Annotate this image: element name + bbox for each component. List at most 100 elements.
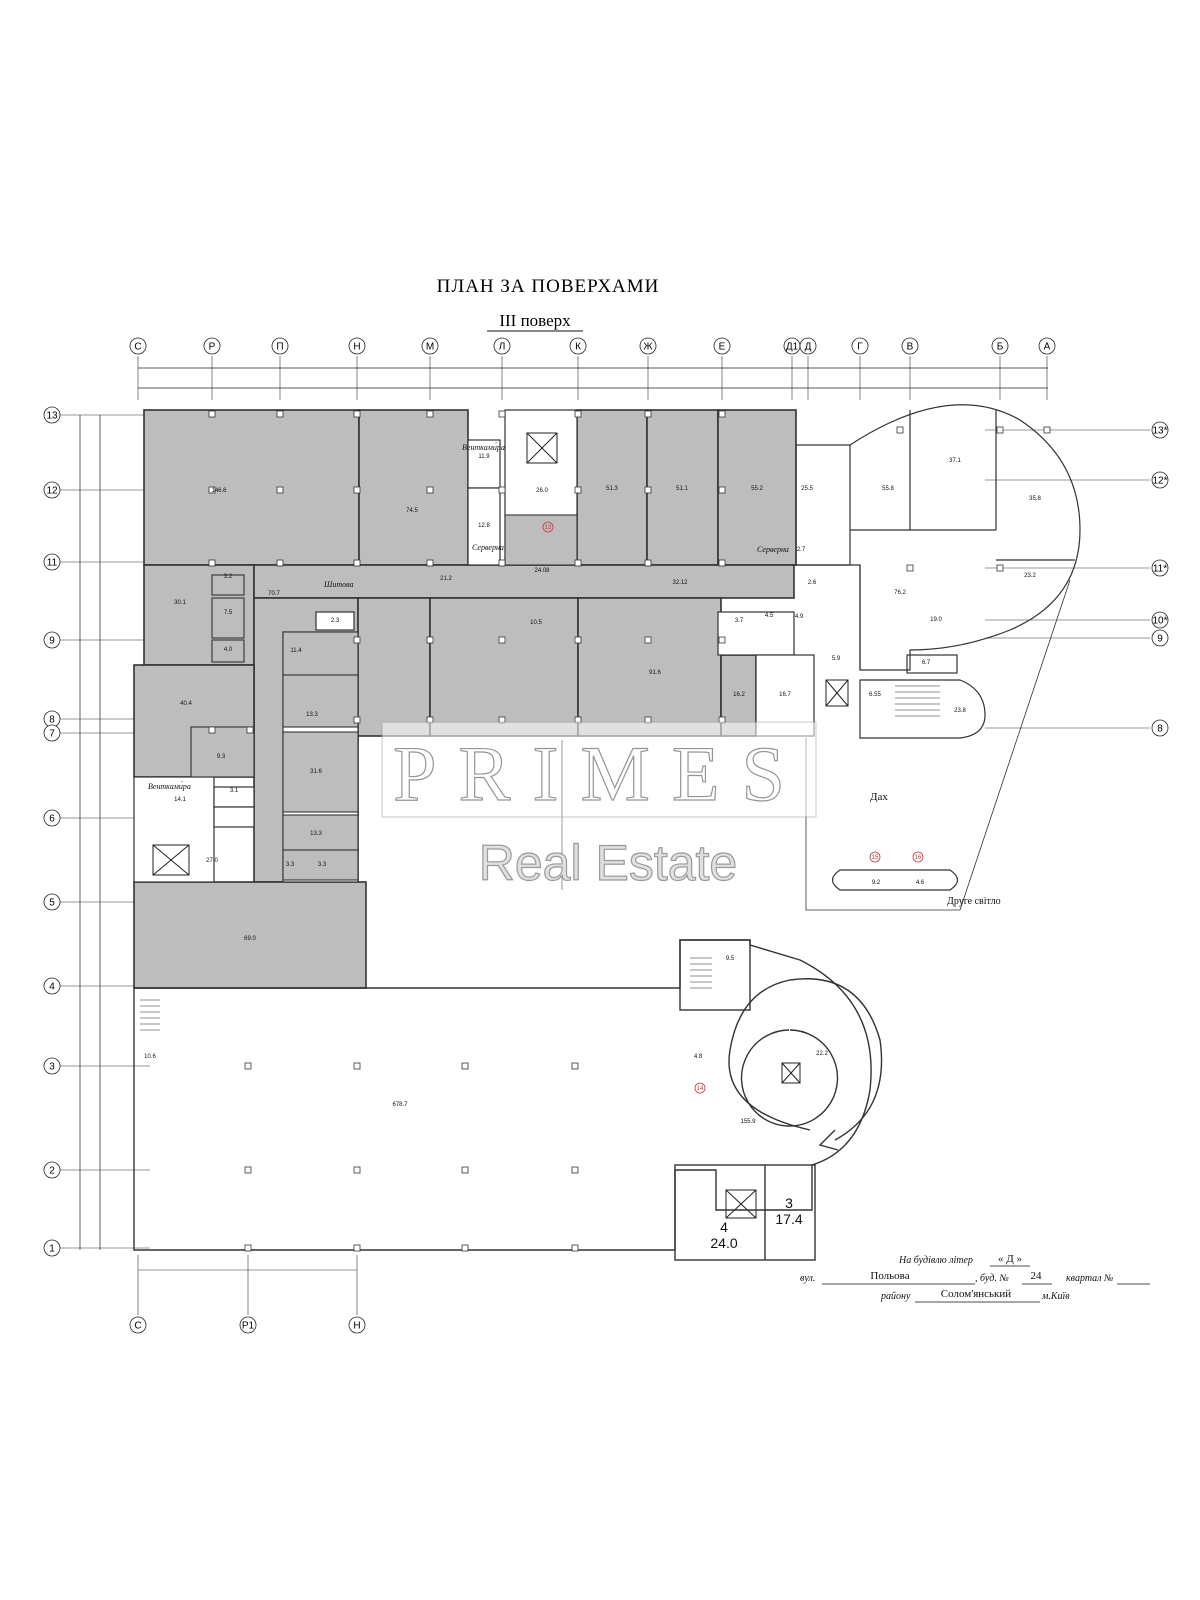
top-dimension-line xyxy=(138,367,1048,389)
room-133b: 13.3 xyxy=(310,831,322,837)
column-37 xyxy=(244,1166,252,1174)
room-3212: 32.12 xyxy=(672,580,688,586)
axis-left-3: 9 xyxy=(43,631,61,649)
axis-left-10: 2 xyxy=(43,1161,61,1179)
column-46 xyxy=(571,1166,579,1174)
svg-text:Н: Н xyxy=(353,1321,360,1332)
axis-right-1: 12* xyxy=(1151,471,1169,489)
room-655: 6.55 xyxy=(869,692,881,698)
room-106: 10.6 xyxy=(144,1054,156,1060)
axis-right-3: 10* xyxy=(1151,611,1169,629)
column-4 xyxy=(276,486,284,494)
room-1559: 155.9 xyxy=(740,1119,756,1125)
svg-text:Л: Л xyxy=(499,342,506,353)
column-13 xyxy=(498,486,506,494)
column-50 xyxy=(896,426,904,434)
street-value: Польова xyxy=(870,1270,909,1282)
left-dimension-line xyxy=(79,415,101,1250)
address-stamp: На будівлю літер « Д » вул. Польова , бу… xyxy=(800,1253,1150,1303)
column-48 xyxy=(208,726,216,734)
column-23 xyxy=(718,559,726,567)
marker-16: 16 xyxy=(915,855,922,861)
room-67: 6.7 xyxy=(922,660,931,666)
column-32 xyxy=(644,636,652,644)
marker-13: 13 xyxy=(545,525,552,531)
column-9 xyxy=(426,410,434,418)
svg-text:8: 8 xyxy=(1157,724,1163,735)
column-21 xyxy=(718,410,726,418)
column-3 xyxy=(276,410,284,418)
room-46: 4.6 xyxy=(916,880,925,886)
column-39 xyxy=(353,1062,361,1070)
svg-text:2: 2 xyxy=(49,1166,55,1177)
svg-text:5: 5 xyxy=(49,898,55,909)
column-16 xyxy=(574,486,582,494)
svg-text:8: 8 xyxy=(49,715,55,726)
axis-top-1: Р xyxy=(203,337,221,355)
column-47 xyxy=(571,1244,579,1252)
room-37: 37.1 xyxy=(949,458,961,464)
column-53 xyxy=(906,564,914,572)
axis-top-8: Е xyxy=(713,337,731,355)
svg-text:6: 6 xyxy=(49,814,55,825)
svg-text:Н: Н xyxy=(353,342,360,353)
roof-outline xyxy=(805,579,1071,911)
svg-text:4: 4 xyxy=(49,982,55,993)
svg-text:9: 9 xyxy=(1157,634,1163,645)
room-45: 4.5 xyxy=(765,613,774,619)
svg-text:12*: 12* xyxy=(1152,476,1167,487)
axis-top-12: В xyxy=(901,337,919,355)
room-232: 23.2 xyxy=(1024,573,1036,579)
axis-top-10: Д xyxy=(799,337,817,355)
svg-text:П: П xyxy=(276,342,283,353)
room-4-number: 4 xyxy=(720,1219,728,1235)
svg-text:М: М xyxy=(426,342,434,353)
column-15 xyxy=(574,410,582,418)
axis-bottom-2: Н xyxy=(348,1316,366,1334)
watermark: PRIMES Real Estate xyxy=(381,721,817,892)
room-26b: 2.6 xyxy=(808,580,817,586)
district-label: району xyxy=(880,1291,911,1302)
room-3-area: 17.4 xyxy=(775,1211,802,1227)
room-33: 3.3 xyxy=(286,862,295,868)
column-11 xyxy=(426,559,434,567)
room-26: 26.0 xyxy=(536,488,548,494)
room-105: 10.5 xyxy=(530,620,542,626)
room-114: 11.4 xyxy=(290,648,302,654)
room-59: 5.9 xyxy=(832,656,841,662)
svg-text:Г: Г xyxy=(857,342,863,353)
grey-sub-rooms xyxy=(190,514,578,881)
room-6787: 678.7 xyxy=(392,1102,408,1108)
building-value: « Д » xyxy=(998,1253,1022,1265)
room-92: 9.2 xyxy=(872,880,881,886)
room-690: 69.0 xyxy=(244,936,256,942)
room-31: 3.1 xyxy=(230,788,239,794)
axis-left-2: 11 xyxy=(43,553,61,571)
building-label: На будівлю літер xyxy=(898,1255,973,1266)
roof-label: Дах xyxy=(870,791,888,803)
column-42 xyxy=(461,1062,469,1070)
room-133: 13.3 xyxy=(306,712,318,718)
axis-top-4: М xyxy=(421,337,439,355)
room-23: 2.3 xyxy=(331,618,340,624)
panel-room-label: Шитова xyxy=(323,580,354,589)
svg-text:Д: Д xyxy=(805,342,812,353)
column-51 xyxy=(996,426,1004,434)
second-light-label: Друге світло xyxy=(947,896,1001,907)
room-32: 3.2 xyxy=(224,574,233,580)
room-48: 4.8 xyxy=(694,1054,703,1060)
room-51b: 51.1 xyxy=(676,486,688,492)
room-212: 21.2 xyxy=(440,576,452,582)
axis-right-5: 8 xyxy=(1151,719,1169,737)
column-2 xyxy=(208,559,216,567)
room-33b: 3.3 xyxy=(318,862,327,868)
street-label: вул. xyxy=(800,1273,815,1284)
column-8 xyxy=(353,559,361,567)
axis-top-7: Ж xyxy=(639,337,657,355)
axis-top-13: Б xyxy=(991,337,1009,355)
room-40: 4.0 xyxy=(224,647,233,653)
svg-text:К: К xyxy=(575,342,581,353)
